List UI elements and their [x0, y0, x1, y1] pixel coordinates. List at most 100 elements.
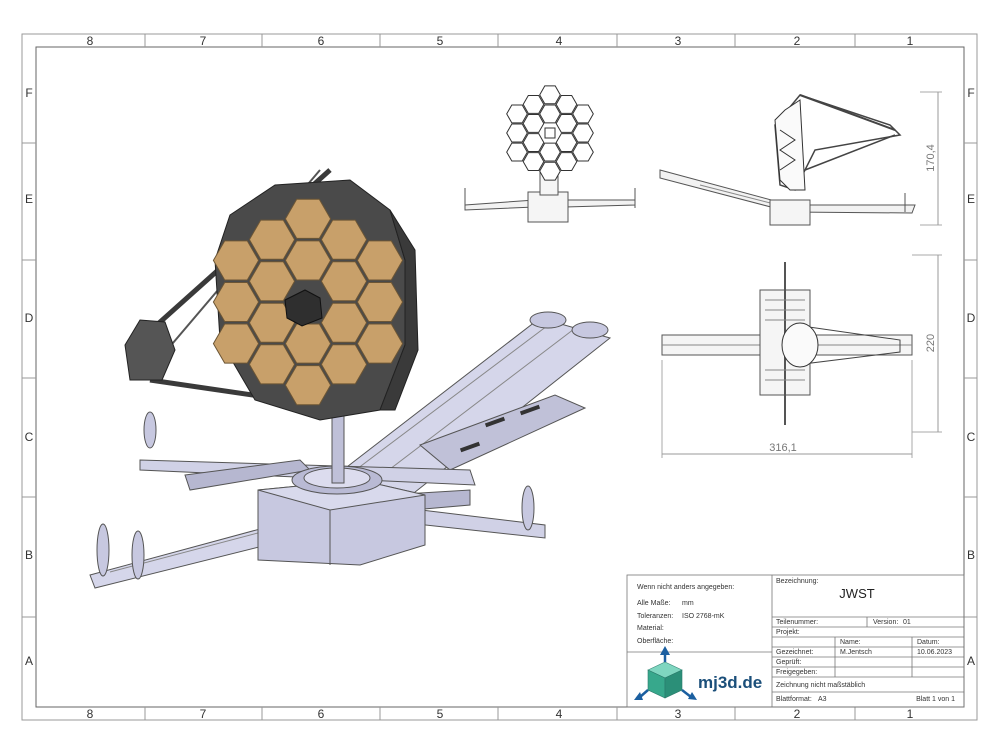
col-label: 1 [907, 34, 914, 48]
col-label: 6 [318, 34, 325, 48]
primary-mirror [212, 198, 404, 406]
secondary-mirror-housing [124, 319, 176, 381]
sheet-info: Blatt 1 von 1 [916, 696, 955, 703]
front-mirror [506, 85, 594, 181]
scale-note: Zeichnung nicht maßstäblich [776, 682, 865, 689]
mirror-segment [248, 261, 296, 302]
mirror-segment [539, 104, 561, 124]
mirror-segment [212, 240, 260, 281]
mirror-segment [356, 240, 404, 281]
mirror-segment [555, 95, 578, 114]
slot [459, 441, 481, 453]
mirror-segment [212, 323, 260, 364]
top-column-labels: 8 7 6 5 4 3 2 1 [87, 34, 914, 48]
mirror-segment [248, 302, 296, 343]
general-header: Wenn nicht anders angegeben: [637, 584, 734, 591]
side-base [769, 199, 811, 226]
logo-text: mj3d.de [698, 673, 762, 692]
units-value: mm [682, 600, 694, 607]
pillar [331, 414, 345, 484]
bottom-column-labels: 8 7 6 5 4 3 2 1 [87, 707, 914, 721]
mirror-segment [539, 142, 561, 162]
mirror-segment [212, 282, 260, 322]
mj3d-logo: mj3d.de [634, 646, 762, 700]
mirror-segment [248, 344, 296, 385]
right-row-labels: F E D C B A [967, 86, 976, 668]
mirror-segment [284, 323, 332, 364]
left-row-labels: F E D C B A [25, 86, 34, 668]
tolerance-label: Toleranzen: [637, 613, 673, 620]
format-label: Blattformat: [776, 696, 812, 703]
receiver [284, 289, 323, 327]
roller [571, 321, 609, 339]
mirror-segment [506, 142, 528, 162]
side-mirror-back [774, 99, 806, 191]
dim-height-side: 170,4 [925, 144, 937, 172]
col-label: 5 [437, 34, 444, 48]
tolerance-value: ISO 2768-mK [682, 613, 725, 620]
side-lattice [779, 129, 796, 171]
top-mirror [781, 322, 819, 368]
col-label: 6 [318, 707, 325, 721]
front-base [527, 191, 569, 223]
mirror-segment [248, 219, 296, 260]
drawn-name: M.Jentsch [840, 649, 872, 656]
mirror-segment [506, 123, 528, 143]
mirror-segment [522, 114, 545, 133]
mirror-segment [522, 133, 545, 152]
mirror-segment [356, 323, 404, 364]
mirror-segment [555, 133, 578, 152]
mirror-segment [506, 104, 528, 124]
row-label: E [25, 192, 33, 206]
row-label: A [967, 654, 975, 668]
mirror-segment [572, 104, 594, 124]
dim-width-top: 316,1 [769, 442, 797, 454]
mirror-segment [555, 114, 578, 133]
slot [484, 416, 506, 428]
post [143, 411, 157, 449]
mirror-segment [555, 152, 578, 171]
mirror-segment [284, 240, 332, 281]
version-label: Version: [873, 619, 898, 626]
units-label: Alle Maße: [637, 600, 671, 607]
cube-icon [634, 646, 697, 700]
row-label: E [967, 192, 975, 206]
row-label: B [967, 548, 975, 562]
mirror-segment [522, 95, 545, 114]
col-label: 2 [794, 34, 801, 48]
mirror-segment [572, 142, 594, 162]
slot [519, 404, 541, 416]
mirror-segment [572, 123, 594, 143]
arm-rail [364, 325, 579, 489]
col-label: 4 [556, 34, 563, 48]
top-view: 220 316,1 [661, 254, 942, 458]
dim-height-top: 220 [925, 334, 937, 352]
row-label: C [967, 430, 976, 444]
side-strut [804, 134, 896, 171]
col-label: 8 [87, 707, 94, 721]
designation-value: JWST [839, 586, 874, 601]
col-label: 1 [907, 707, 914, 721]
mirror-segment [284, 198, 332, 239]
inner-frame [35, 46, 965, 708]
row-label: D [967, 311, 976, 325]
column-ticks [22, 34, 977, 720]
version-value: 01 [903, 619, 911, 626]
part-number-label: Teilenummer: [776, 619, 818, 626]
mirror-segment [539, 161, 561, 181]
row-label: A [25, 654, 33, 668]
row-label: F [967, 86, 974, 100]
front-receiver [544, 127, 556, 139]
name-label: Name: [840, 639, 861, 646]
date-label: Datum: [917, 639, 940, 646]
col-label: 8 [87, 34, 94, 48]
material-label: Material: [637, 625, 664, 632]
checked-label: Geprüft: [776, 659, 801, 666]
roller [529, 311, 567, 329]
arm-rail [344, 319, 556, 479]
post [521, 485, 535, 531]
mirror-segment [284, 365, 332, 406]
mirror-segment [320, 344, 368, 385]
project-label: Projekt: [776, 629, 800, 636]
mirror-segment [539, 85, 561, 105]
